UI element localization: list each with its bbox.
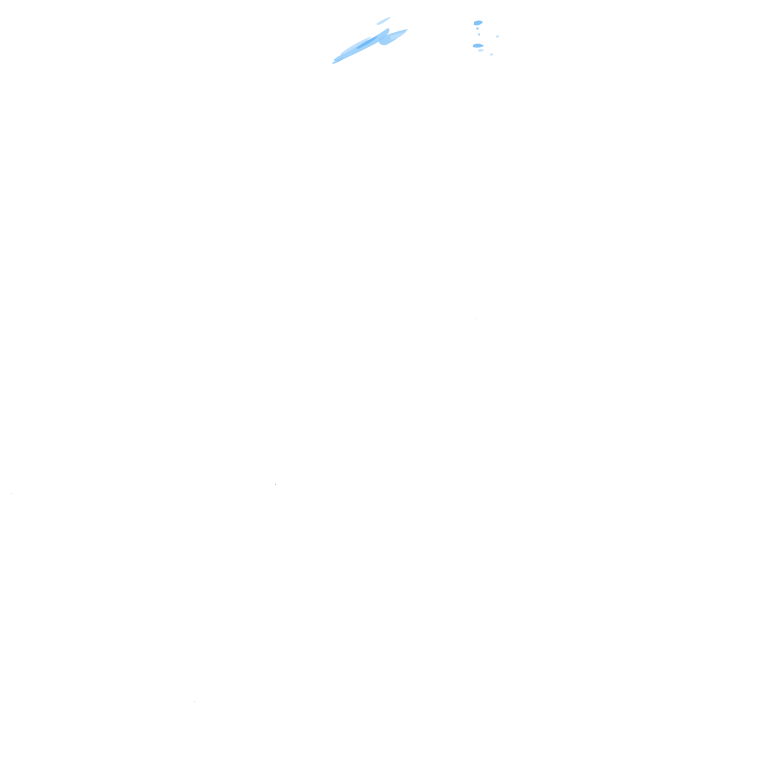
speck: [194, 701, 195, 702]
brush-stroke-main: [332, 17, 408, 64]
brush-stroke-accent: [473, 20, 499, 56]
speck: [11, 493, 12, 494]
speck: [475, 318, 476, 319]
speck: [275, 484, 276, 485]
